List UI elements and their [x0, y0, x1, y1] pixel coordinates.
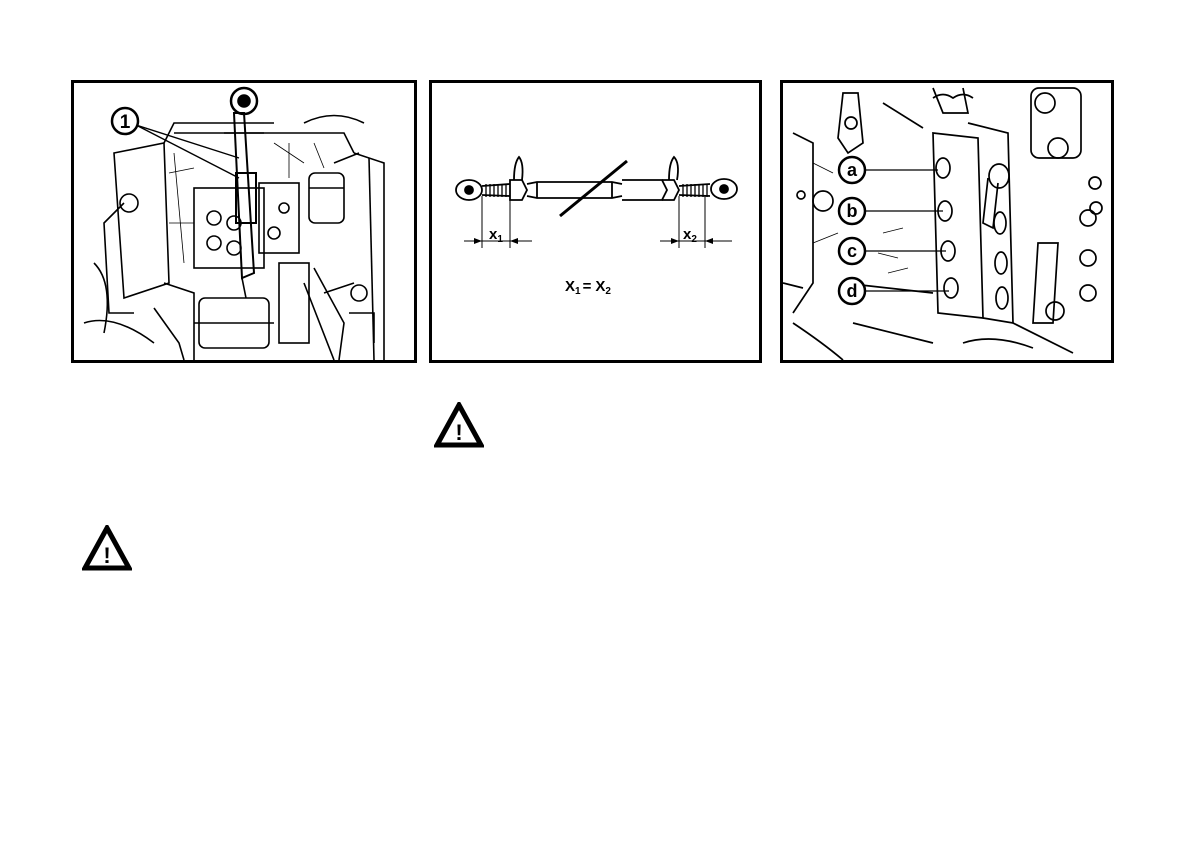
warning-triangle-icon: ! — [434, 402, 484, 448]
callout-c-label: c — [847, 241, 857, 261]
lift-rod-illustration: a b c d — [783, 83, 1111, 360]
figure-lift-rod-holes: a b c d — [780, 80, 1114, 363]
x1-dimension-label: x1 — [489, 226, 503, 245]
figure-top-link-adjustment: x1 x2 X1=X2 — [429, 80, 762, 363]
callout-1-label: 1 — [120, 112, 131, 133]
figure-top-link-mounted: 1 — [71, 80, 417, 363]
warning-triangle-icon: ! — [82, 525, 132, 571]
top-link-diagram: x1 x2 X1=X2 — [432, 83, 759, 360]
callout-a-label: a — [847, 160, 858, 180]
hole-callouts: a b c d — [839, 157, 865, 304]
callout-b-label: b — [847, 201, 858, 221]
x2-dimension-label: x2 — [683, 226, 697, 245]
warning-exclamation: ! — [103, 543, 110, 568]
tractor-rear-illustration: 1 — [74, 83, 414, 360]
length-equality-formula: X1=X2 — [565, 278, 611, 297]
callout-d-label: d — [847, 281, 858, 301]
warning-exclamation: ! — [455, 420, 462, 445]
